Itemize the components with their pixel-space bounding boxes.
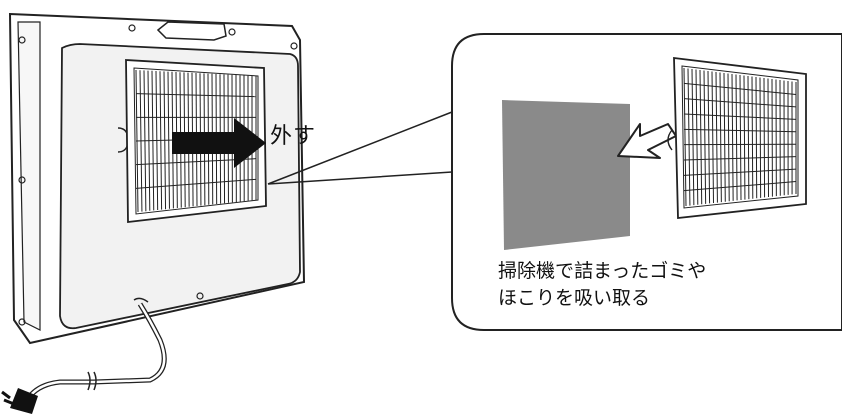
caption-line-1: 掃除機で詰まったゴミや — [498, 260, 707, 282]
grille-bar — [683, 156, 797, 161]
grille-bar — [683, 168, 797, 176]
grille-bar — [723, 72, 726, 202]
grille-bar — [683, 113, 797, 120]
grille-bar — [707, 70, 711, 204]
grille-bar — [739, 74, 742, 201]
grille-bar — [731, 73, 734, 201]
grille-bar — [687, 68, 691, 206]
grille-bar — [755, 76, 758, 199]
grille-bar — [683, 128, 797, 133]
grille-bar — [711, 71, 714, 204]
power-plug-icon — [1, 388, 38, 414]
grille-bar — [747, 75, 750, 200]
screw-hole — [128, 24, 136, 32]
grille-bar — [759, 77, 762, 198]
screw-hole — [228, 28, 236, 36]
callout-leader — [267, 111, 453, 185]
grille-bar — [135, 178, 257, 189]
grille-bar — [715, 71, 718, 203]
grille-bar — [699, 69, 703, 205]
filter-sheet — [502, 100, 630, 250]
screw-hole — [18, 318, 26, 326]
grille-bar — [743, 75, 746, 200]
filter-grille-detached — [667, 56, 807, 220]
grille-bar — [703, 70, 707, 204]
grille-bar — [751, 76, 754, 199]
callout-caption: 掃除機で詰まったゴミや ほこりを吸い取る — [498, 258, 706, 312]
grille-bar — [767, 78, 769, 198]
arrow-right-icon — [172, 118, 266, 168]
grille-bar — [683, 82, 797, 95]
power-cord — [28, 297, 167, 398]
remove-label: 外す — [270, 124, 317, 149]
grille-bar — [135, 93, 257, 98]
grille-bar — [763, 77, 766, 198]
screw-hole — [290, 42, 298, 50]
grille-bar — [683, 98, 797, 108]
caption-line-2: ほこりを吸い取る — [498, 287, 651, 309]
grille-bar — [727, 73, 730, 202]
grille-bar — [691, 68, 695, 206]
screw-hole — [18, 176, 26, 184]
grille-bar — [735, 74, 738, 201]
grille-bar — [695, 69, 699, 205]
handle — [156, 21, 227, 41]
grille-bar — [683, 67, 687, 207]
grille-bar — [683, 181, 797, 192]
screw-hole — [18, 36, 26, 44]
grille-bar — [719, 72, 722, 203]
